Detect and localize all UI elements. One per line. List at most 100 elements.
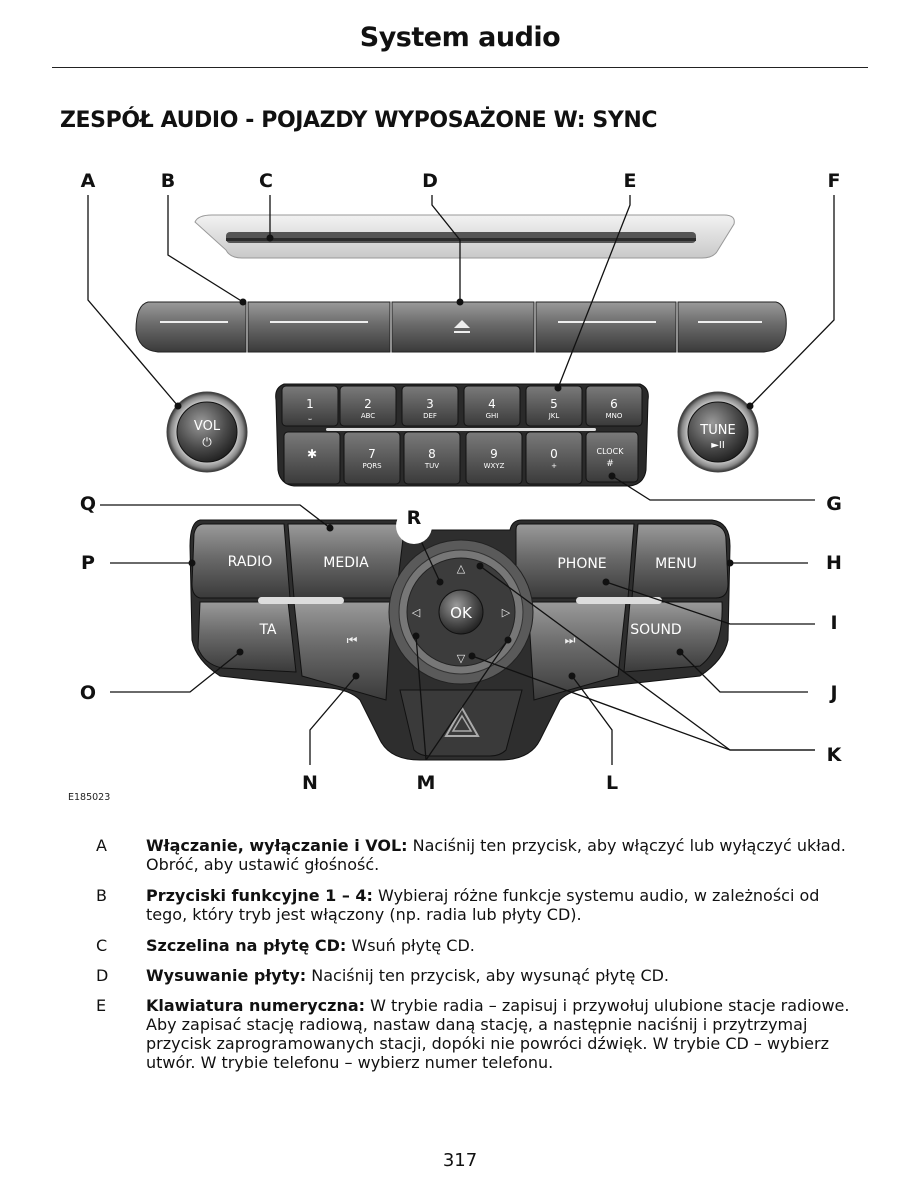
header-rule [52,67,868,68]
ok-button [438,589,484,635]
description-body: W trybie radia – zapisuj i przywołuj ulu… [146,996,850,1072]
keypad-key-number: 8 [428,447,436,461]
callout-letter-o: O [80,682,96,704]
callout-dots [174,234,754,680]
tune-knob: TUNE ►II [677,391,759,473]
clock-key: CLOCK# [585,431,639,483]
keypad-key-letters: JKL [548,412,560,420]
keypad-key-number: ✱ [307,447,317,461]
description-letter: B [96,886,107,905]
callout-letter-c: C [259,170,273,192]
function-button-4 [677,301,787,353]
callout-letter-q: Q [80,493,96,515]
description-text: Szczelina na płytę CD: Wsuń płytę CD. [146,936,861,955]
callout-letter-a: A [81,170,96,192]
callout-letter-r: R [407,507,422,529]
description-text: Klawiatura numeryczna: W trybie radia – … [146,996,861,1072]
right-arrow-icon: ▷ [502,606,511,619]
radio-button [191,523,291,599]
keypad-key-number: 1 [306,397,314,411]
keypad-key-6: ✱ [283,431,341,485]
description-letter: E [96,996,107,1015]
description-letter: A [96,836,107,855]
description-text: Przyciski funkcyjne 1 – 4: Wybieraj różn… [146,886,861,924]
keypad-key-letters: ⎵ [309,412,312,420]
keypad-key-number: 3 [426,397,434,411]
power-icon: ⏻ [202,435,212,449]
keypad-key-letters: TUV [424,462,439,470]
description-term: Klawiatura numeryczna: [146,996,366,1015]
description-letter: C [96,936,108,955]
next-track-icon: ⏭ [565,633,576,647]
callout-letter-n: N [302,772,318,794]
callout-lines [87,195,835,765]
keypad-key-letters: MNO [606,412,623,420]
clock-label: CLOCK [597,447,625,456]
callout-letter-i: I [830,612,837,634]
function-button-2 [247,301,391,353]
keypad-key-0: 1⎵ [281,385,339,427]
keypad-key-10: 0+ [525,431,583,485]
keypad-key-letters: DEF [423,412,437,420]
vol-label: VOL [194,419,221,434]
radio-label: RADIO [228,554,273,570]
callout-letter-e: E [624,170,637,192]
ta-button [197,601,297,673]
function-button-3 [535,301,677,353]
keypad-key-letters: GHI [486,412,499,420]
play-pause-icon: ►II [711,440,725,451]
ta-label: TA [258,622,276,638]
media-label: MEDIA [323,555,369,571]
down-arrow-icon: ▽ [457,652,466,665]
callout-letter-b: B [161,170,175,192]
keypad-key-number: 0 [550,447,558,461]
prev-track-icon: ⏮ [347,633,358,647]
keypad-key-letters: + [551,462,557,470]
callout-letter-k: K [827,744,843,766]
keypad-key-number: 9 [490,447,498,461]
description-term: Wysuwanie płyty: [146,966,307,985]
description-term: Szczelina na płytę CD: [146,936,347,955]
vol-knob: VOL ⏻ [166,391,248,473]
menu-label: MENU [655,556,697,572]
description-body: Naciśnij ten przycisk, aby włączyć lub w… [146,836,846,874]
menu-button [631,523,729,599]
left-arrow-icon: ◁ [412,606,421,619]
ok-label: OK [450,604,473,622]
eject-icon [454,320,470,333]
keypad-key-letters: ABC [361,412,375,420]
phone-label: PHONE [557,556,606,572]
description-letter: D [96,966,109,985]
keypad-key-number: 7 [368,447,376,461]
description-text: Włączanie, wyłączanie i VOL: Naciśnij te… [146,836,861,874]
figure-id: E185023 [68,792,111,803]
keypad-key-number: 5 [550,397,558,411]
sound-button [623,601,723,673]
description-body: Wybieraj różne funkcje systemu audio, w … [146,886,820,924]
cd-slot [226,232,696,243]
up-arrow-icon: △ [457,562,466,575]
description-term: Przyciski funkcyjne 1 – 4: [146,886,373,905]
hazard-icon [444,705,480,737]
callout-letter-g: G [826,493,842,515]
hazard-button [399,689,523,757]
description-body: Naciśnij ten przycisk, aby wysunąć płytę… [306,966,670,985]
lower-control-panel: OK △ ▽ ◁ ▷ RADIO MEDIA PHONE MENU TA SOU… [189,519,731,761]
callout-letter-l: L [606,772,618,794]
sound-label: SOUND [630,622,681,638]
function-button-1 [135,301,247,353]
callout-letter-j: J [828,682,837,704]
callout-letter-h: H [826,552,842,574]
callout-letter-d: D [422,170,438,192]
keypad-key-number: 6 [610,397,618,411]
